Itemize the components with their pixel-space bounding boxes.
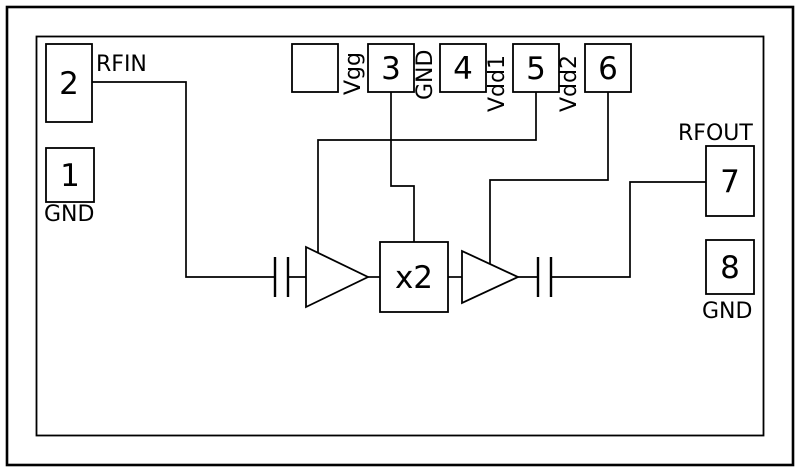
pin-5-number: 5 <box>526 51 546 87</box>
frequency-doubler-block: x2 <box>379 241 449 313</box>
pin-1-number: 1 <box>60 158 80 194</box>
pin-2: 2 <box>45 43 93 123</box>
vgg-bias-wire <box>390 92 415 242</box>
rfin-signal-wire <box>92 81 275 278</box>
vdd2-bias-wire <box>489 92 609 264</box>
pin-7: 7 <box>705 145 755 217</box>
pin-1-gnd-label: GND <box>44 202 94 227</box>
rfin-label: RFIN <box>96 52 147 77</box>
pin-2-number: 2 <box>59 66 79 102</box>
pin-1-box <box>45 147 95 203</box>
pin-3-number: 3 <box>381 51 401 87</box>
pin-1: 1 <box>45 147 95 203</box>
pin-8: 8 <box>705 239 755 295</box>
vgg-label: Vgg <box>341 52 366 95</box>
chip-outline <box>35 35 765 437</box>
pin-5: 5 <box>512 43 560 93</box>
pin-3: 3 <box>367 43 415 93</box>
frequency-doubler-label: x2 <box>395 260 433 296</box>
pin-5-box <box>512 43 560 93</box>
top-box-unlabeled <box>291 43 339 93</box>
pin-8-gnd-label: GND <box>702 299 752 324</box>
frequency-doubler-box <box>379 241 449 313</box>
rfout-label: RFOUT <box>678 121 753 146</box>
pin-4-box <box>439 43 487 93</box>
pin-8-number: 8 <box>720 250 740 286</box>
pin-6: 6 <box>584 43 632 93</box>
vdd1-label: Vdd1 <box>485 55 510 112</box>
dc-block-capacitor-input <box>273 257 290 297</box>
amplifier-2-symbol <box>461 249 521 305</box>
vdd1-bias-wire <box>317 92 537 253</box>
pin-2-box <box>45 43 93 123</box>
pin-7-box <box>705 145 755 217</box>
pin-4-number: 4 <box>453 51 473 87</box>
pin-8-box <box>705 239 755 295</box>
pin-6-box <box>584 43 632 93</box>
dc-block-capacitor-output <box>536 257 553 297</box>
pin-4: 4 <box>439 43 487 93</box>
gnd-top-label: GND <box>413 50 438 100</box>
pin-7-number: 7 <box>720 164 740 200</box>
vdd2-label: Vdd2 <box>557 55 582 112</box>
rfout-signal-wire <box>551 181 706 278</box>
pin-3-box <box>367 43 415 93</box>
pin-6-number: 6 <box>598 51 618 87</box>
amplifier-1-symbol <box>305 245 371 309</box>
